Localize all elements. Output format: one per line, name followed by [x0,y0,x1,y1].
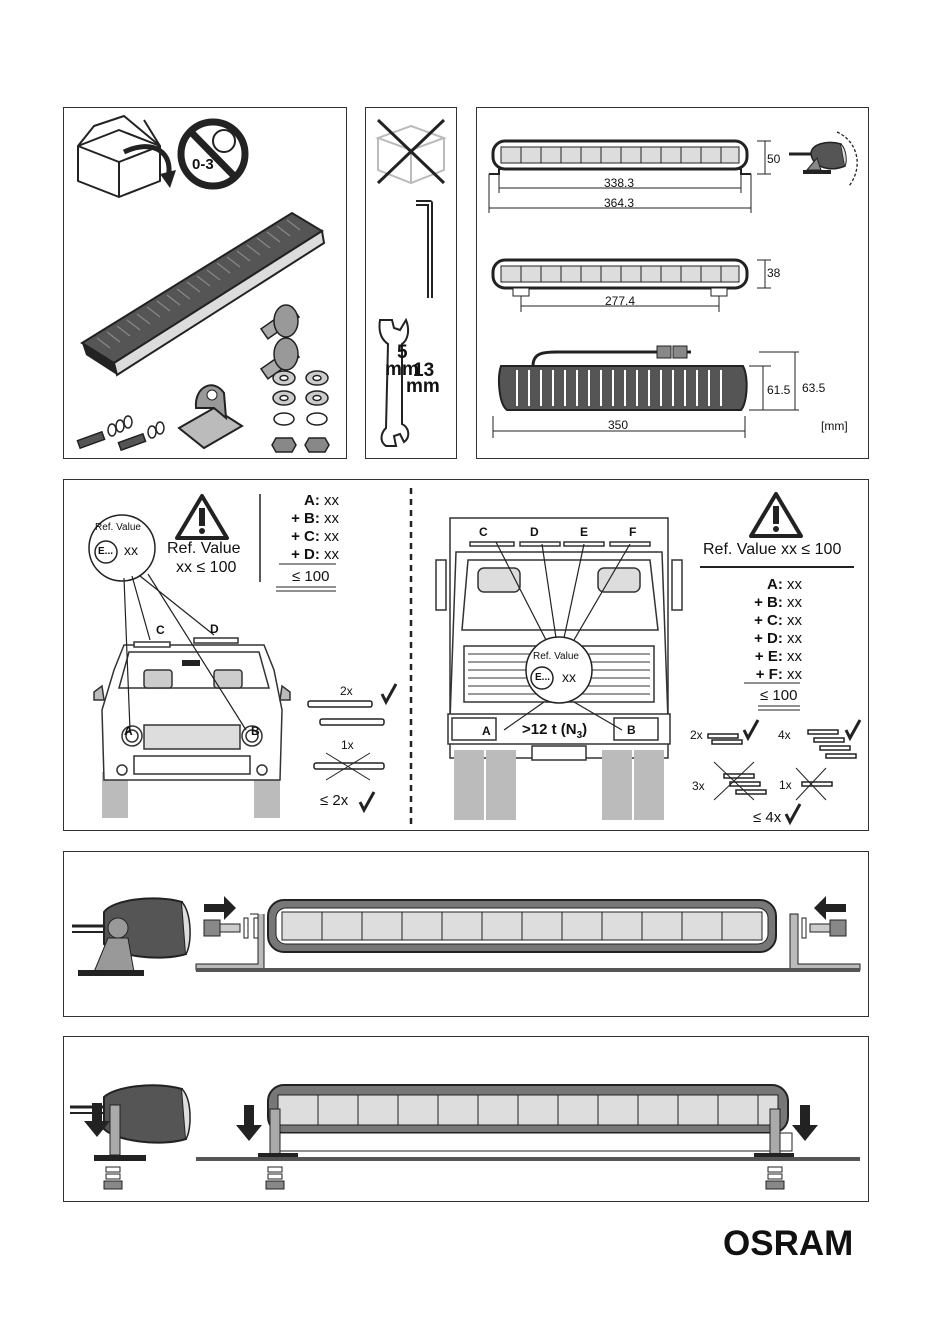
side-mount-panel [63,851,869,1017]
car-pos-b: B [251,724,260,738]
truck-sum-total: ≤ 100 [760,687,797,704]
dimension-277: 277.4 [605,294,635,308]
osram-logo: OSRAM [723,1224,853,1264]
car-forbidden: 1x [341,738,354,752]
car-sum-val: xx [324,528,339,545]
truck-ref-e: E... [535,672,550,683]
tools-panel: 5 mm 13 mm [365,107,457,459]
car-sum-total: ≤ 100 [292,568,329,585]
truck-ref-title: Ref. Value xx ≤ 100 [703,541,841,559]
truck-sum-val: xx [787,594,802,611]
truck-sum-row: A: xx [726,576,802,593]
truck-pos-c: C [479,525,488,539]
truck-weight-close: ) [582,721,587,738]
truck-sum-row: + B: xx [726,594,802,611]
dimension-unit: [mm] [821,419,848,433]
car-ref-title: Ref. Value [167,540,241,558]
car-sum-label: A: [304,492,320,509]
side-mount-drawing [64,852,870,1018]
truck-sum-val: xx [787,612,802,629]
truck-sum-val: xx [787,648,802,665]
truck-sum-label: + F: [756,666,783,683]
contents-panel: 0-3 [63,107,347,459]
car-sum-label: + C: [291,528,320,545]
truck-ref-small: Ref. Value [533,651,579,662]
dimension-350: 350 [608,418,628,432]
age-restriction-label: 0-3 [192,156,214,173]
truck-sum-row: + F: xx [726,666,802,683]
truck-pos-e: E [580,525,588,539]
car-ref-small: Ref. Value [95,522,141,533]
car-sum-row: + B: xx [269,510,339,527]
truck-q-3x: 3x [692,779,705,793]
top-mount-drawing [64,1037,870,1203]
truck-q-2x: 2x [690,728,703,742]
car-sum-val: xx [324,492,339,509]
dimension-63: 63.5 [802,381,825,395]
truck-sum-val: xx [787,630,802,647]
dimension-38: 38 [767,266,780,280]
truck-sum-val: xx [787,576,802,593]
truck-pos-f: F [629,525,636,539]
truck-q-4x: 4x [778,728,791,742]
car-sum-val: xx [324,546,339,563]
wrench-unit: mm [406,376,440,398]
regulation-panel: Ref. Value E... xx Ref. Value xx ≤ 100 A… [63,479,869,831]
car-ref-e: E... [98,546,113,557]
truck-pos-a: A [482,724,491,738]
top-mount-panel [63,1036,869,1202]
truck-max: ≤ 4x [753,809,781,826]
dimension-50: 50 [767,152,780,166]
truck-sum-label: + B: [754,594,783,611]
dimension-61: 61.5 [767,383,790,397]
truck-sum-label: A: [767,576,783,593]
car-ref-xx: xx [124,542,138,558]
car-pos-c: C [156,623,165,637]
car-pos-d: D [210,622,219,636]
car-sum-row: + C: xx [269,528,339,545]
truck-pos-d: D [530,525,539,539]
truck-sum-row: + E: xx [726,648,802,665]
truck-sum-val: xx [787,666,802,683]
truck-sum-label: + E: [755,648,783,665]
car-sum-label: + B: [291,510,320,527]
dimension-338: 338.3 [604,176,634,190]
car-sum-row: A: xx [269,492,339,509]
dimensions-panel: 338.3 364.3 50 277.4 38 61.5 63.5 350 [m… [476,107,869,459]
truck-weight-label: >12 t (N [522,721,577,738]
dimension-drawings [477,108,870,460]
no-box-icon [366,108,458,460]
car-sum-val: xx [324,510,339,527]
truck-pos-b: B [627,723,636,737]
truck-sum-label: + C: [754,612,783,629]
car-max: ≤ 2x [320,792,348,809]
truck-ref-xx: xx [562,669,576,685]
truck-q-1x: 1x [779,778,792,792]
car-sum-row: + D: xx [269,546,339,563]
dimension-364: 364.3 [604,196,634,210]
truck-sum-row: + C: xx [726,612,802,629]
car-ref-cond: xx ≤ 100 [176,559,236,577]
truck-weight: >12 t (N3) [522,721,587,741]
truck-sum-label: + D: [754,630,783,647]
truck-sum-row: + D: xx [726,630,802,647]
car-allowed: 2x [340,684,353,698]
car-pos-a: A [124,724,133,738]
car-sum-label: + D: [291,546,320,563]
